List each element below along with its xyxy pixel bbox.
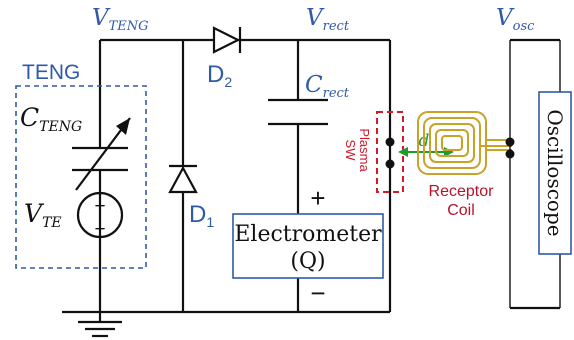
ground-symbol: [78, 312, 122, 338]
d2-label: D2: [207, 61, 232, 90]
oscilloscope-label: Oscilloscope: [543, 109, 567, 236]
plasma-switch-electrode-bottom: [385, 159, 395, 169]
plasma-label-line2: SW: [343, 140, 358, 162]
diode-d2: [212, 26, 242, 54]
oscilloscope-box: [538, 91, 572, 255]
source-minus-sign: −: [94, 219, 105, 240]
voltage-source-v-te: + −: [76, 191, 124, 240]
v-rect-label: Vrect: [306, 5, 350, 34]
v-teng-label: VTENG: [92, 5, 149, 34]
oscilloscope-terminal-top: [505, 137, 515, 147]
teng-box-label: TENG: [22, 61, 80, 84]
electrometer-label: Electrometer: [234, 222, 382, 247]
v-osc-label: Vosc: [496, 5, 535, 34]
source-plus-sign: +: [94, 196, 105, 217]
c-rect-label: Crect: [305, 72, 350, 101]
coil-label: Coil: [447, 202, 475, 219]
teng-box: [15, 85, 147, 269]
electrometer-plus-sign: +: [310, 183, 325, 213]
plasma-label-line1: Plasma: [357, 128, 372, 172]
plasma-switch-electrode-top: [385, 137, 395, 147]
plasma-sw-label: Plasma SW: [343, 128, 372, 172]
c-teng-label: CTENG: [20, 103, 82, 135]
diode-d1: [168, 164, 198, 194]
electrometer-q-label: (Q): [290, 249, 325, 274]
d1-label: D1: [189, 201, 214, 230]
capacitor-c-rect: [268, 98, 328, 126]
electrometer-minus-sign: −: [310, 278, 325, 308]
receptor-coil: [417, 111, 512, 175]
receptor-label: Receptor: [429, 183, 495, 200]
variable-capacitor-c-teng: [72, 117, 131, 191]
circuit-wires: [62, 38, 392, 314]
electrometer-box: [232, 213, 384, 279]
v-te-label: VTE: [24, 199, 62, 231]
oscilloscope-terminal-bottom: [505, 149, 515, 159]
